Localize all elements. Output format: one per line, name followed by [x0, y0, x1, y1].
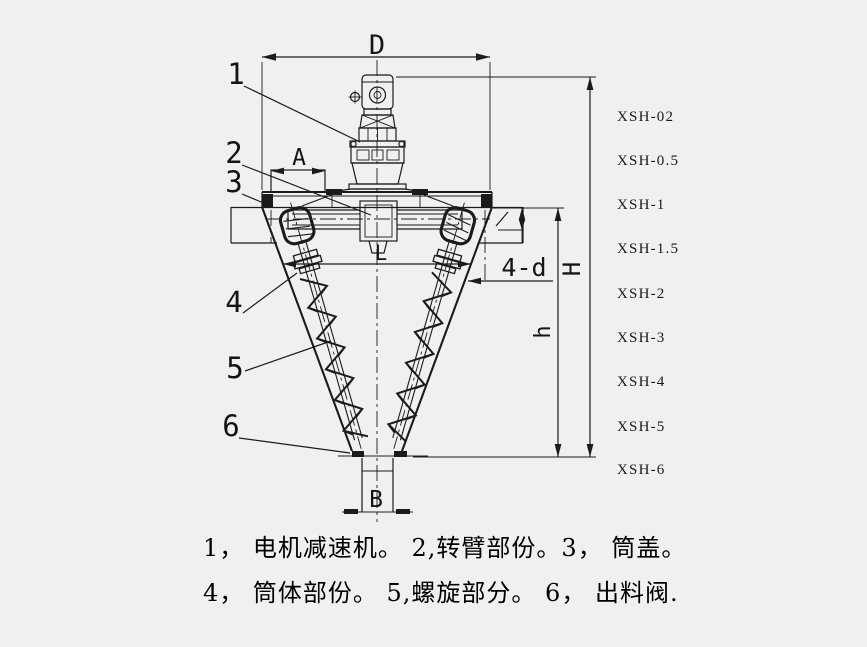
dimension-D: D: [261, 30, 491, 190]
dimension-H: H: [396, 76, 596, 458]
model-xsh-5: XSH-5: [617, 419, 666, 435]
dim-4d-label: 4-d: [501, 253, 546, 282]
dimension-L: L: [283, 241, 471, 268]
mounting-ledges: [230, 207, 526, 281]
legend-line-1: 1， 电机减速机。 2,转臂部份。3， 筒盖。: [203, 534, 687, 562]
model-xsh-6: XSH-6: [617, 462, 666, 478]
dim-h-label: h: [531, 325, 556, 338]
callout-5: 5: [226, 340, 332, 385]
svg-text:6: 6: [222, 409, 239, 443]
dimension-h: h: [493, 207, 564, 457]
legend-line-2: 4， 筒体部份。 5,螺旋部分。 6， 出料阀.: [203, 579, 679, 607]
callout-4: 4: [225, 272, 298, 319]
dim-H-label: H: [558, 262, 586, 276]
model-xsh-02: XSH-02: [617, 109, 675, 125]
callout-3: 3: [225, 165, 267, 205]
model-xsh-2: XSH-2: [617, 286, 666, 302]
ledge-dim-tick: [495, 211, 509, 227]
svg-text:4: 4: [225, 285, 242, 319]
left-screw: [276, 198, 375, 452]
dimension-4d: 4-d: [468, 253, 553, 285]
cone-body: [261, 206, 493, 452]
right-screw: [379, 198, 478, 452]
dim-A-label: A: [292, 145, 306, 171]
svg-text:2: 2: [225, 136, 242, 170]
dim-D-label: D: [369, 30, 385, 61]
svg-text:3: 3: [225, 165, 242, 199]
dim-L-label: L: [375, 241, 388, 265]
feed-inlet: A: [270, 145, 326, 193]
model-xsh-0.5: XSH-0.5: [617, 153, 680, 169]
discharge-valve: B: [338, 451, 428, 514]
callout-1: 1: [227, 57, 361, 143]
model-xsh-1: XSH-1: [617, 197, 666, 213]
callout-2: 2: [225, 136, 372, 216]
svg-text:5: 5: [226, 351, 243, 385]
parts-legend: 1， 电机减速机。 2,转臂部份。3， 筒盖。 4， 筒体部份。 5,螺旋部分。…: [203, 526, 687, 616]
arm-hub: [359, 200, 398, 242]
svg-text:1: 1: [227, 57, 244, 91]
dim-B-label: B: [369, 487, 383, 513]
model-xsh-4: XSH-4: [617, 374, 666, 390]
model-xsh-1.5: XSH-1.5: [617, 241, 680, 257]
callout-6: 6: [222, 409, 351, 454]
model-xsh-3: XSH-3: [617, 330, 666, 346]
